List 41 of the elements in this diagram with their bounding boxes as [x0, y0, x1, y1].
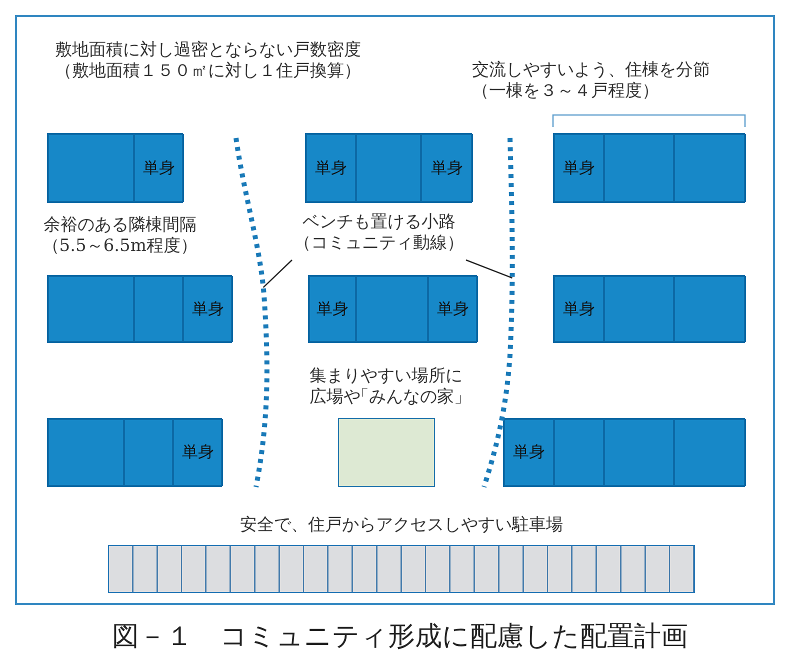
leader-line: [466, 259, 512, 279]
dwelling-unit: 単身: [554, 276, 604, 342]
dwelling-unit: [674, 276, 746, 342]
dwelling-unit: [674, 419, 746, 486]
dwelling-unit: [356, 134, 421, 202]
dwelling-unit: [48, 276, 134, 342]
dwelling-unit: 単身: [421, 134, 473, 202]
parking-label: 安全で、住戸からアクセスしやすい駐車場: [239, 515, 564, 536]
figure-caption: 図－１ コミュニティ形成に配慮した配置計画: [111, 620, 689, 654]
dwelling-unit: [604, 276, 674, 342]
dwelling-unit: 単身: [134, 134, 184, 202]
annotation-text: 余裕のある隣棟間隔（5.5～6.5m程度）: [41, 215, 198, 258]
dwelling-unit: 単身: [306, 134, 356, 202]
dwelling-unit: 単身: [504, 419, 554, 486]
dwelling-unit: [674, 134, 746, 202]
leader-line: [262, 260, 292, 288]
apartment-building: [47, 418, 222, 487]
apartment-building: [305, 133, 472, 203]
path-label: ベンチも置ける小路（コミュニティ動線）: [292, 212, 465, 254]
dwelling-unit: 単身: [309, 276, 356, 342]
dwelling-unit: [604, 419, 674, 486]
dwelling-unit: [124, 419, 173, 486]
dwelling-unit: 単身: [183, 276, 233, 342]
dwelling-unit: [48, 134, 134, 202]
apartment-building: [503, 418, 745, 487]
apartment-building: [47, 133, 183, 203]
dwelling-unit: [134, 276, 183, 342]
apartment-building: [308, 275, 477, 343]
apartment-building: [47, 275, 232, 343]
plaza-label: 集まりやすい場所に広場や「みんなの家」: [308, 366, 470, 408]
dwelling-unit: 単身: [554, 134, 604, 202]
dwelling-unit: [554, 419, 604, 486]
dwelling-unit: [48, 419, 124, 486]
apartment-building: [553, 275, 745, 343]
annotation-text: 敷地面積に対し過密とならない戸数密度（敷地面積１５０㎡に対し１住戸換算）: [55, 40, 362, 82]
dwelling-unit: 単身: [428, 276, 478, 342]
dwelling-unit: 単身: [173, 419, 223, 486]
annotation-text: 交流しやすいよう、住棟を分節（一棟を３～４戸程度）: [472, 60, 711, 102]
dwelling-unit: [356, 276, 428, 342]
apartment-building: [553, 133, 745, 203]
dwelling-unit: [604, 134, 674, 202]
